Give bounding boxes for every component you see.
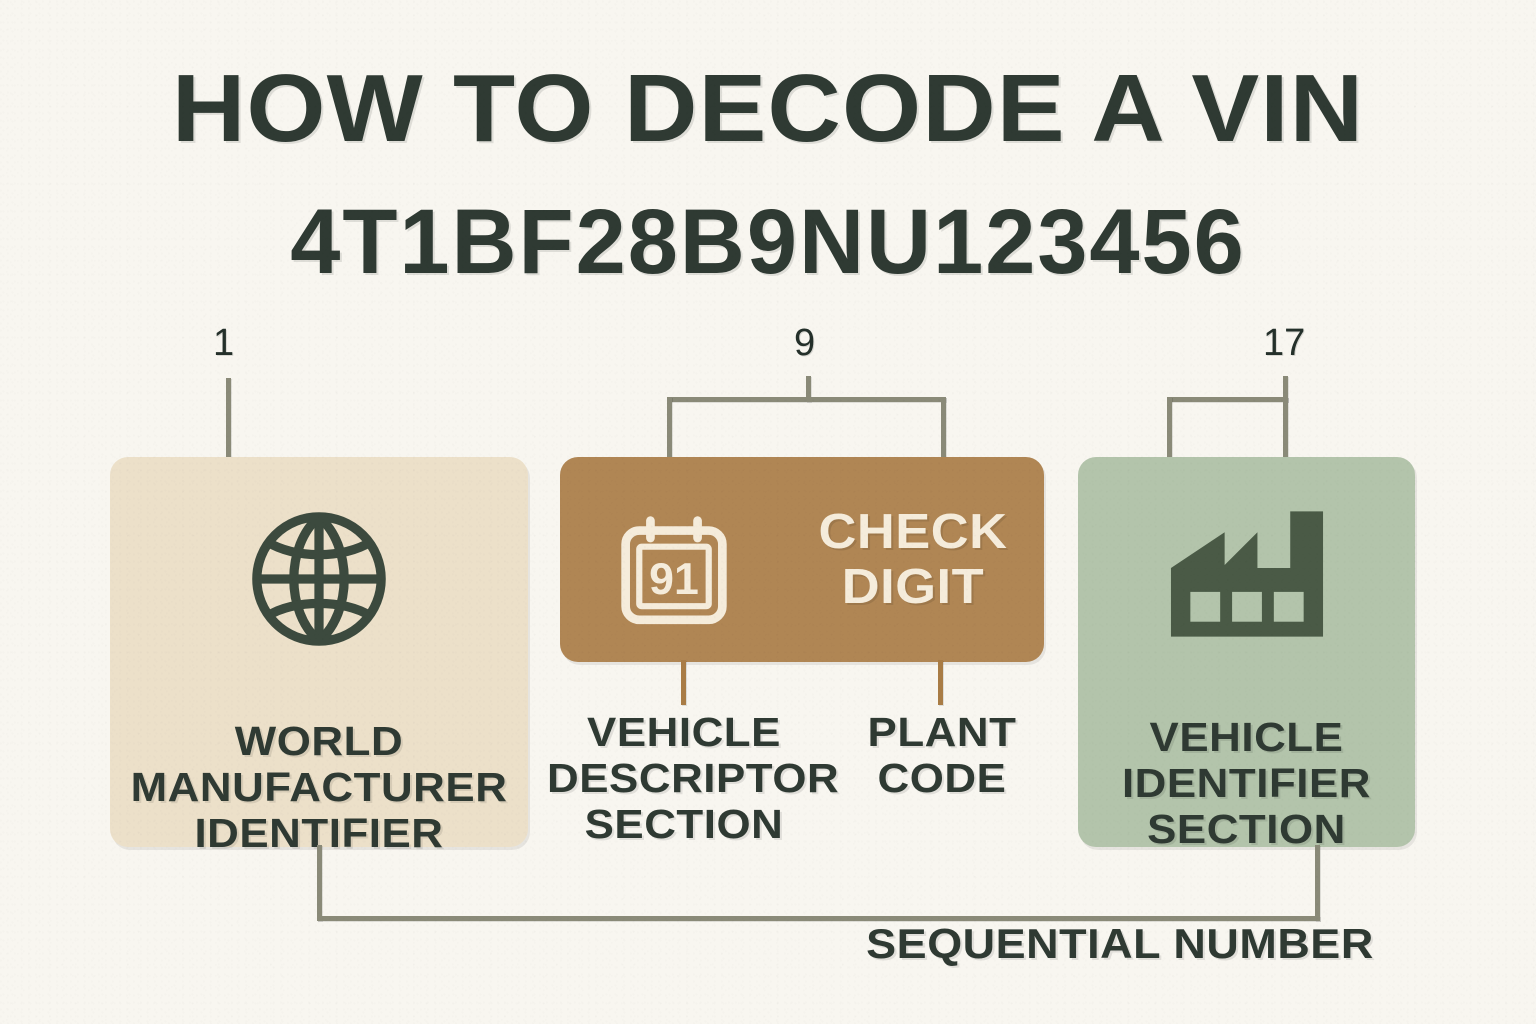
connector-marker9-leg-left	[667, 397, 672, 459]
connector-sequential-base	[317, 916, 1320, 921]
calendar-icon: 91	[612, 507, 736, 631]
connector-sequential-right-leg	[1315, 845, 1320, 921]
card-label-check-digit: CHECK DIGIT	[818, 505, 1008, 614]
page-title: HOW TO DECODE A VIN	[171, 55, 1365, 162]
card-vehicle-identifier-section[interactable]: VEHICLE IDENTIFIER SECTION	[1078, 457, 1415, 852]
connector-marker1-to-wmi	[226, 378, 231, 459]
connector-sequential-left-leg	[317, 845, 322, 921]
label-sequential-number: SEQUENTIAL NUMBER	[866, 920, 1374, 967]
card-label-vis: VEHICLE IDENTIFIER SECTION	[1121, 714, 1372, 852]
connector-marker17-leg-right	[1283, 397, 1288, 459]
calendar-value: 91	[649, 555, 699, 604]
connector-marker17-bracket-top	[1167, 397, 1288, 402]
globe-icon	[235, 495, 403, 663]
connector-plant-code-label	[938, 660, 943, 705]
card-world-manufacturer-identifier[interactable]: WORLD MANUFACTURER IDENTIFIER	[110, 457, 528, 856]
card-label-wmi: WORLD MANUFACTURER IDENTIFIER	[130, 718, 508, 856]
connector-marker17-stem	[1283, 376, 1288, 402]
card-vehicle-descriptor-section[interactable]: 91 CHECK DIGIT	[560, 457, 1044, 662]
label-plant-code: PLANT CODE	[867, 709, 1017, 801]
connector-marker9-stem	[806, 376, 811, 402]
label-vehicle-descriptor-section: VEHICLE DESCRIPTOR SECTION	[547, 709, 840, 847]
connector-vds-label	[681, 660, 686, 705]
connector-marker9-leg-right	[941, 397, 946, 459]
position-marker-17: 17	[1263, 322, 1306, 364]
position-marker-9: 9	[794, 322, 816, 364]
vin-number: 4T1BF28B9NU123456	[290, 191, 1246, 293]
factory-icon	[1165, 499, 1329, 649]
connector-marker9-bracket-top	[667, 397, 946, 402]
position-marker-1: 1	[213, 322, 235, 364]
connector-marker17-leg-left	[1167, 397, 1172, 459]
